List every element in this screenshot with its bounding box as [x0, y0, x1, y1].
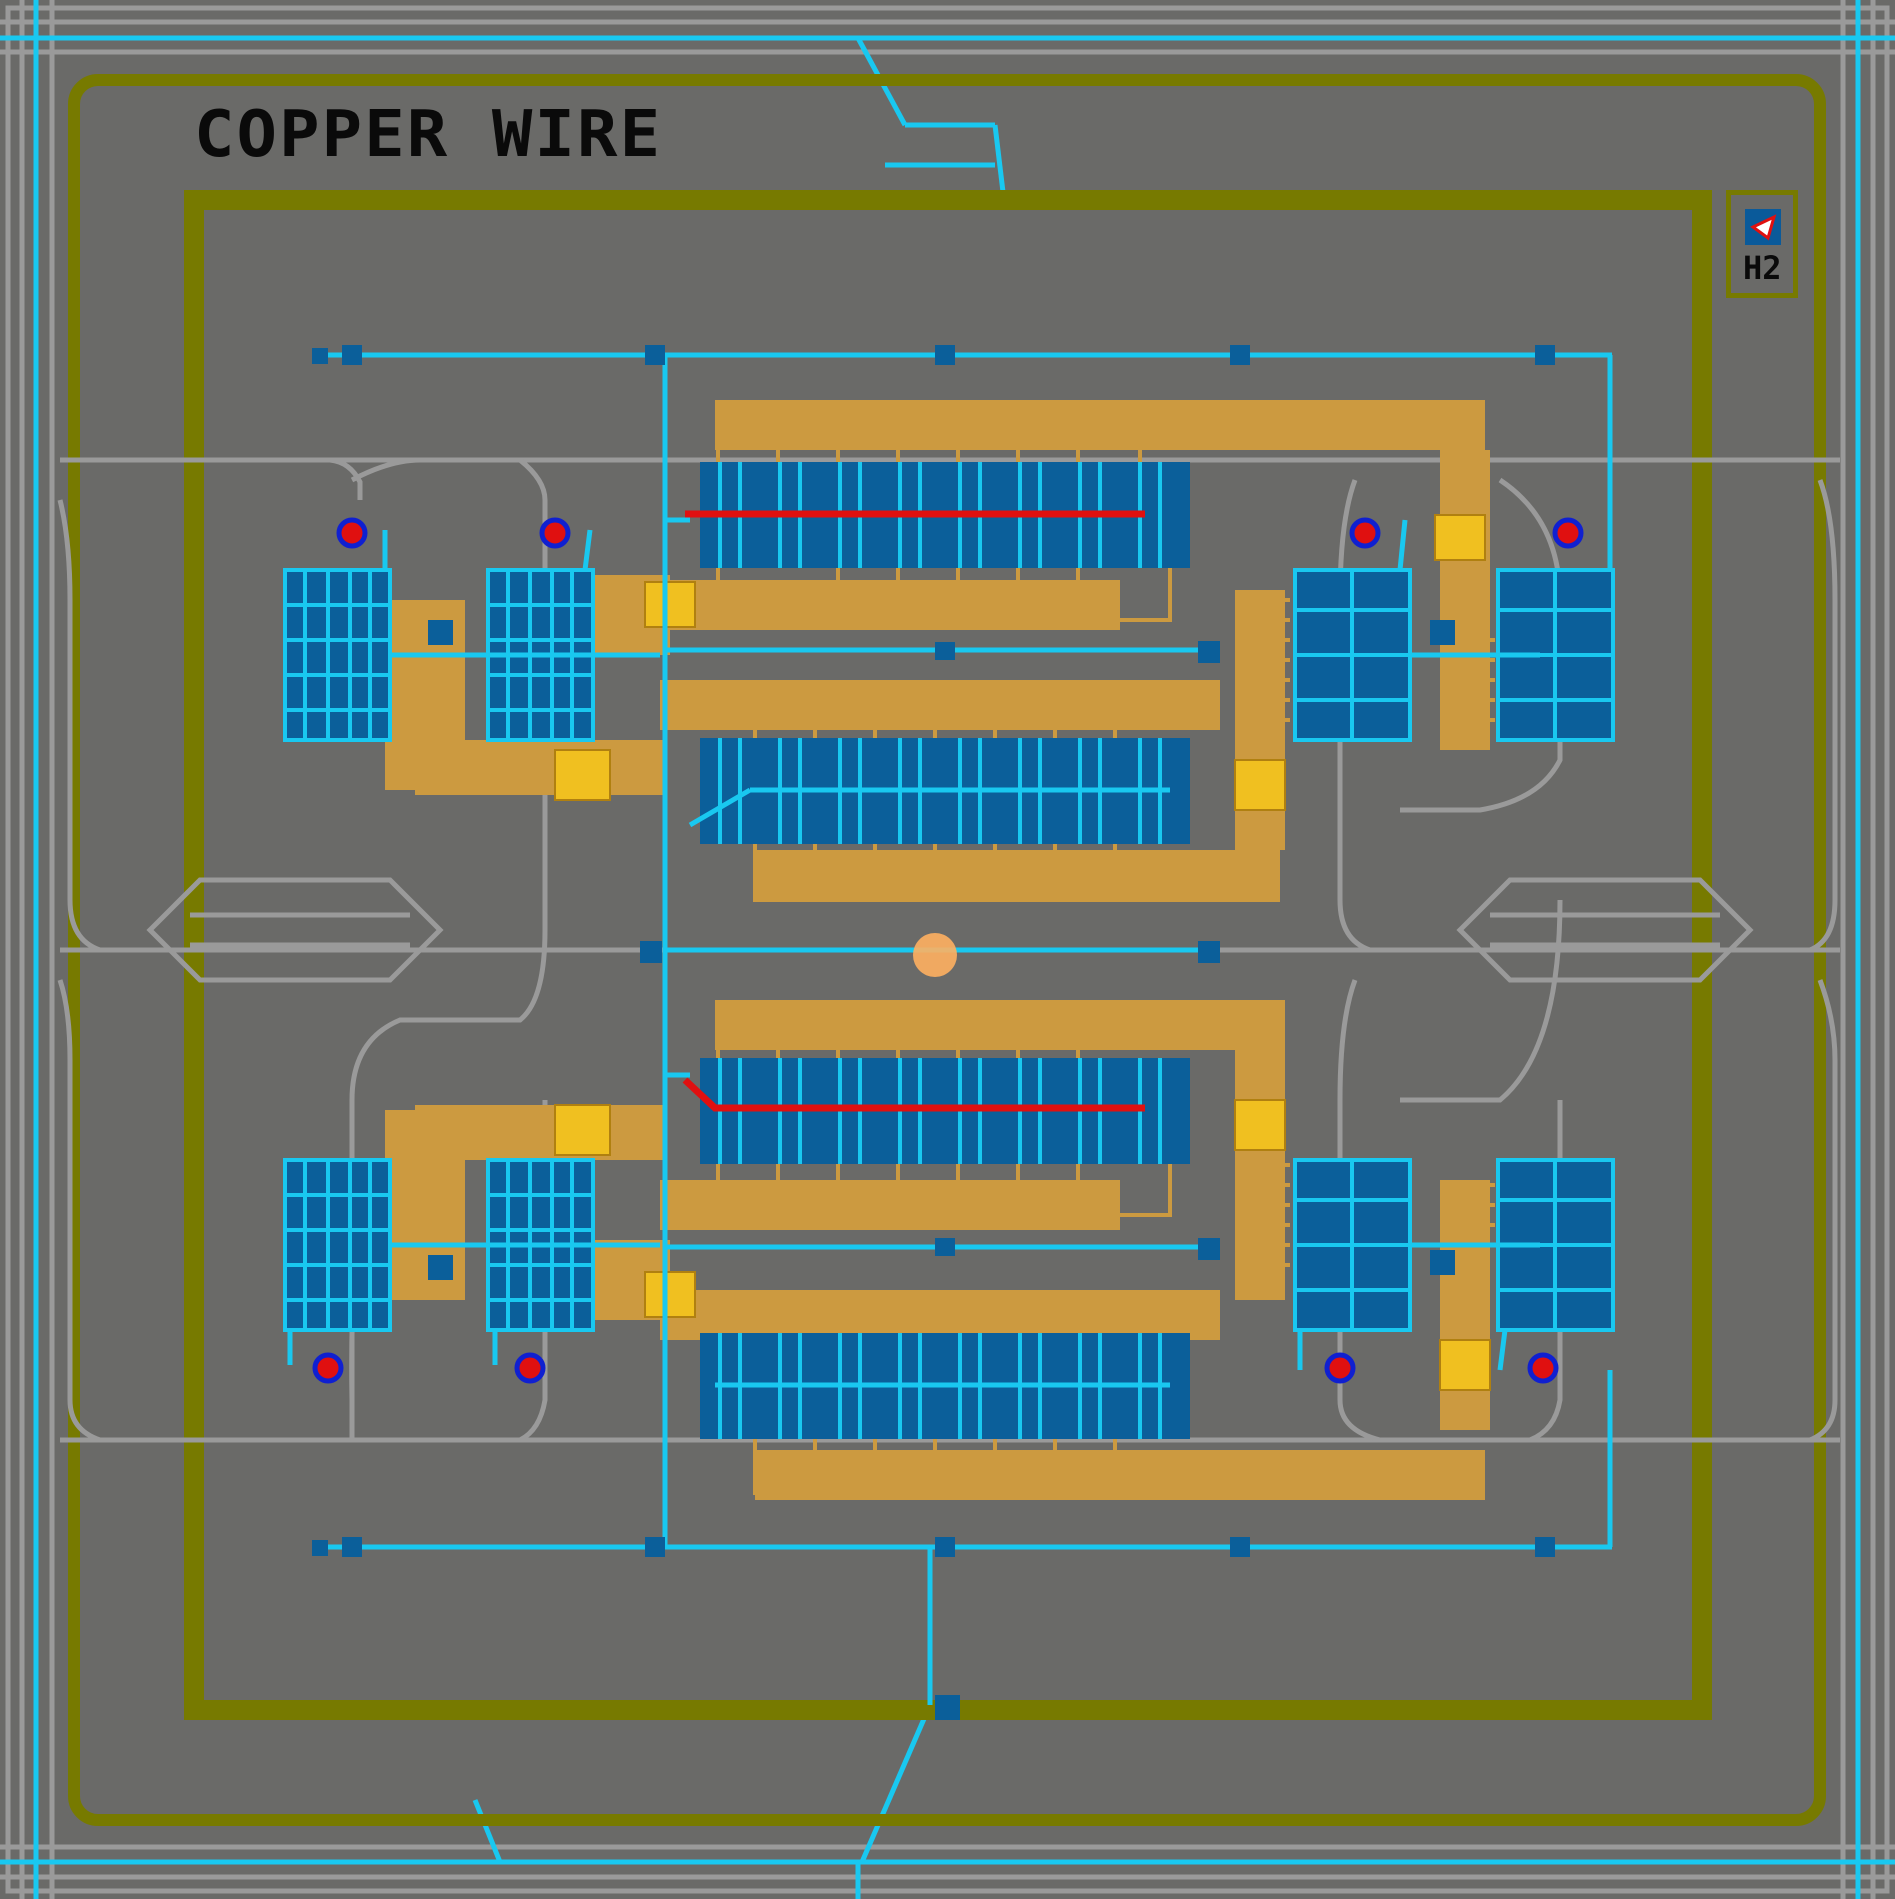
bus-connectors	[312, 345, 1555, 1720]
layer-badge[interactable]: H2	[1726, 190, 1798, 298]
probe-cursor[interactable]	[913, 933, 957, 977]
copper-structures	[385, 400, 1490, 1500]
active-signal-lines	[682, 510, 1145, 1112]
level-title: COPPER WIRE	[194, 98, 663, 172]
yellow-pads	[554, 514, 1491, 1391]
pin-markers[interactable]	[312, 517, 1584, 1384]
layer-arrow-icon	[1745, 209, 1781, 245]
layer-label: H2	[1743, 249, 1782, 287]
